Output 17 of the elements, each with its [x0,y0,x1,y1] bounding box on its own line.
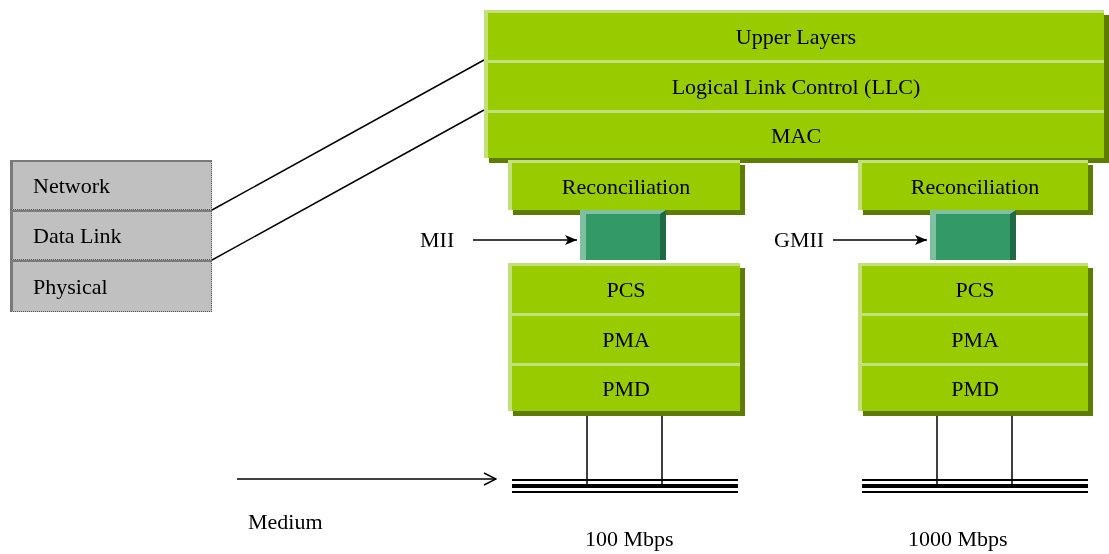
interface-label: GMII [774,220,830,260]
osi-layer-box: Data Link [10,210,212,260]
medium-bus [512,476,738,496]
interface-block [930,210,1016,260]
arrow [472,235,578,245]
interface-block [580,210,666,260]
arrow [236,472,497,486]
speed-label: 100 Mbps [585,526,674,552]
connector-line [211,109,485,261]
medium-label: Medium [248,509,323,535]
osi-layer-box: Network [10,160,212,210]
interface-label: MII [420,220,470,260]
medium-bus [862,476,1088,496]
connector-line [211,59,485,211]
arrow [832,235,928,245]
speed-label: 1000 Mbps [908,526,1008,552]
osi-layer-box: Physical [10,260,212,312]
